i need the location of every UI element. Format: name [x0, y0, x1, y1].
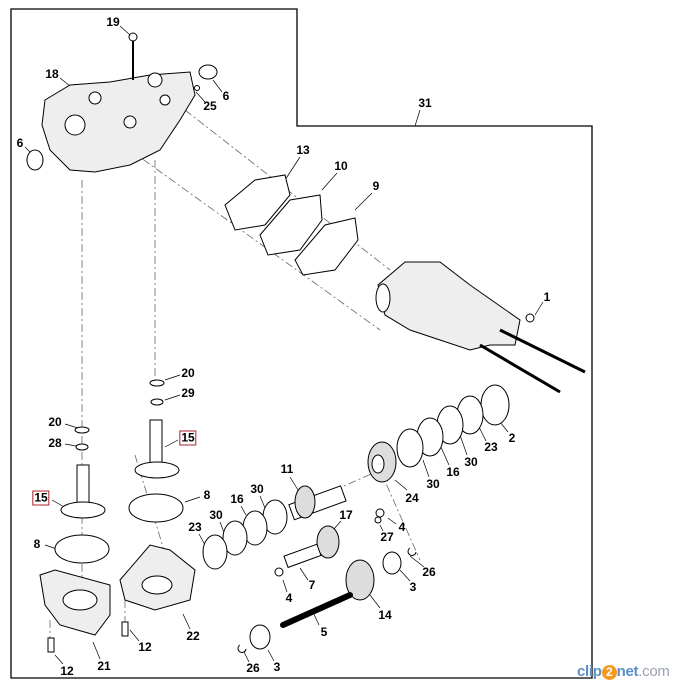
callout-18: 18: [45, 67, 59, 81]
callout-17: 17: [339, 508, 353, 522]
callout-19: 19: [106, 15, 120, 29]
callout-20: 20: [48, 415, 62, 429]
callout-14: 14: [378, 608, 392, 622]
callout-27: 27: [380, 530, 394, 544]
upper-housing-18: [41, 71, 196, 173]
callout-20: 20: [181, 366, 195, 380]
callout-28: 28: [48, 436, 62, 450]
callout-29: 29: [181, 386, 195, 400]
gearbox-31: [377, 261, 521, 351]
callout-25: 25: [203, 99, 217, 113]
callout-16: 16: [446, 465, 460, 479]
callout-26: 26: [422, 565, 436, 579]
callout-23: 23: [484, 440, 498, 454]
gasket-9: [294, 217, 359, 276]
callout-2: 2: [508, 431, 516, 445]
gasket-10: [259, 194, 323, 256]
callout-13: 13: [296, 143, 310, 157]
callout-15-highlighted[interactable]: 15: [179, 430, 197, 446]
callout-4: 4: [285, 591, 293, 605]
callout-6: 6: [222, 89, 230, 103]
callout-24: 24: [405, 491, 419, 505]
callout-3: 3: [273, 660, 281, 674]
callout-10: 10: [334, 159, 348, 173]
callout-30: 30: [209, 508, 223, 522]
callout-5: 5: [320, 625, 328, 639]
callout-3: 3: [409, 580, 417, 594]
leader-lines: [24, 25, 544, 665]
assembly-frame: [10, 8, 593, 679]
callout-30: 30: [250, 482, 264, 496]
callout-22: 22: [186, 629, 200, 643]
callout-4: 4: [398, 520, 406, 534]
callout-11: 11: [280, 462, 294, 476]
callout-30: 30: [426, 477, 440, 491]
callout-21: 21: [97, 659, 111, 673]
callout-15-highlighted[interactable]: 15: [32, 490, 50, 506]
callout-7: 7: [308, 578, 316, 592]
callout-12: 12: [138, 640, 152, 654]
callout-1: 1: [543, 290, 551, 304]
callout-6: 6: [16, 136, 24, 150]
callout-9: 9: [372, 179, 380, 193]
callout-23: 23: [188, 520, 202, 534]
callout-30: 30: [464, 455, 478, 469]
gasket-13: [224, 174, 291, 231]
callout-8: 8: [203, 488, 211, 502]
callout-31: 31: [418, 96, 432, 110]
callout-12: 12: [60, 664, 74, 678]
callout-26: 26: [246, 661, 260, 675]
callout-8: 8: [33, 537, 41, 551]
callout-16: 16: [230, 492, 244, 506]
